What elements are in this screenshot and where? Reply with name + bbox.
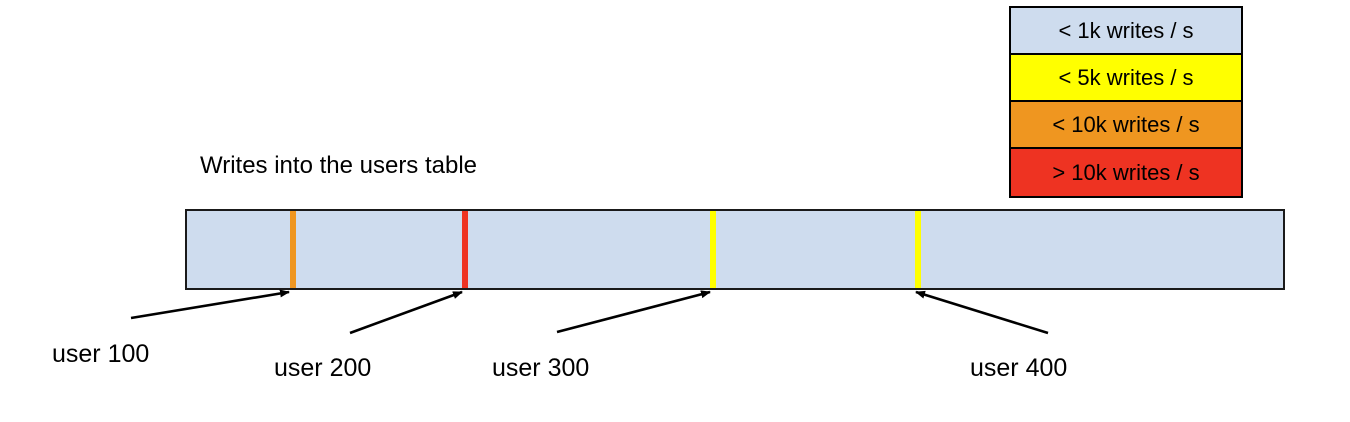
arrow-user-200 — [349, 290, 463, 335]
arrow-user-300 — [556, 290, 711, 334]
user-200-marker — [462, 211, 468, 288]
callout-label-user-400: user 400 — [970, 354, 1068, 382]
callout-label-user-100: user 100 — [52, 340, 150, 368]
legend-item-label: < 10k writes / s — [1052, 111, 1200, 137]
chart-title: Writes into the users table — [200, 152, 478, 179]
user-400-marker — [915, 211, 921, 288]
legend-item-gt-10k: > 10k writes / s — [1011, 149, 1241, 196]
legend-item-label: < 1k writes / s — [1058, 17, 1194, 43]
legend-item-lt-10k: < 10k writes / s — [1011, 102, 1241, 149]
legend-item-lt-5k: < 5k writes / s — [1011, 55, 1241, 102]
legend-item-label: < 5k writes / s — [1058, 64, 1194, 90]
legend-item-lt-1k: < 1k writes / s — [1011, 8, 1241, 55]
user-100-marker — [290, 211, 296, 288]
legend: < 1k writes / s < 5k writes / s < 10k wr… — [1009, 6, 1243, 198]
callout-label-user-200: user 200 — [274, 354, 372, 382]
arrow-user-100 — [130, 289, 290, 320]
users-table-bar — [185, 209, 1285, 290]
user-300-marker — [710, 211, 716, 288]
arrow-user-400 — [915, 290, 1049, 335]
callout-label-user-300: user 300 — [492, 354, 590, 382]
legend-item-label: > 10k writes / s — [1052, 159, 1200, 185]
